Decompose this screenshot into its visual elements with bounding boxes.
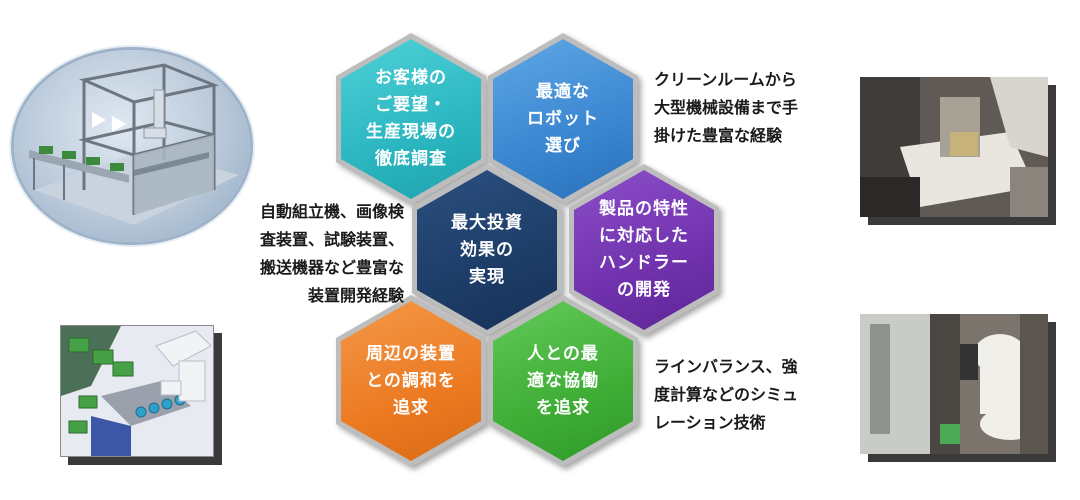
robot-cell-graphic (860, 77, 1048, 217)
equipment-development-description: 自動組立機、画像検 査装置、試験装置、 搬送機器など豊富な 装置開発経験 (232, 198, 404, 310)
hex-text-line: ロボット (527, 108, 599, 129)
hex-text-line: お客様の (375, 68, 447, 88)
description-line: 大型機械設備まで手 (654, 98, 799, 117)
hex-handler-development: 製品の特性 に対応した ハンドラー の開発 (569, 164, 719, 336)
hex-text-line: に対応した (599, 226, 689, 246)
robot-cell-photo (860, 77, 1048, 217)
hex-text-line: 効果の (460, 239, 514, 260)
experience-description: クリーンルームから 大型機械設備まで手 掛けた豊富な経験 (654, 66, 798, 150)
hex-text-line: ハンドラー (599, 253, 689, 273)
robot-simulation-graphic (61, 326, 213, 456)
hex-text-line: 適な協働 (527, 370, 599, 391)
machine-cad-graphic (29, 63, 239, 225)
description-line: 掛けた豊富な経験 (654, 126, 783, 145)
hex-text-line: 最大投資 (451, 212, 523, 233)
hex-text-line: 選び (545, 135, 581, 156)
hex-peripheral-harmony: 周辺の装置 との調和を 追求 (336, 295, 486, 467)
industrial-robot-photo (860, 314, 1048, 454)
simulation-description: ラインバランス、強 度計算などのシミュ レーション技術 (654, 353, 798, 437)
hex-customer-survey: お客様の ご要望・ 生産現場の 徹底調査 (336, 33, 486, 205)
hex-text-line: 周辺の装置 (366, 343, 456, 364)
description-line: 搬送機器など豊富な (259, 258, 404, 277)
hex-text-line: 製品の特性 (599, 199, 689, 219)
hex-text-line: 実現 (469, 266, 505, 287)
robot-simulation-illustration (60, 325, 214, 457)
hex-text-line: 生産現場の (366, 122, 456, 142)
hex-human-collaboration: 人との最 適な協働 を追求 (488, 295, 638, 467)
hex-text-line: の開発 (617, 280, 671, 300)
description-line: 装置開発経験 (307, 286, 404, 305)
hex-text-line: 人との最 (527, 343, 599, 364)
description-line: ラインバランス、強 (654, 357, 798, 376)
description-line: 自動組立機、画像検 (259, 202, 404, 221)
description-line: 査装置、試験装置、 (259, 230, 404, 249)
hex-text-line: 追求 (393, 397, 429, 418)
description-line: レーション技術 (654, 413, 766, 432)
hex-text-line: を追求 (536, 397, 590, 418)
hex-text-line: 最適な (536, 81, 590, 102)
description-line: クリーンルームから (654, 70, 797, 89)
description-line: 度計算などのシミュ (654, 385, 799, 404)
hex-investment-effect: 最大投資 効果の 実現 (412, 164, 562, 336)
hex-robot-selection: 最適な ロボット 選び (488, 33, 638, 205)
industrial-robot-graphic (860, 314, 1048, 454)
hex-text-line: ご要望・ (375, 95, 447, 115)
machine-cad-illustration (14, 50, 250, 242)
hex-text-line: 徹底調査 (375, 149, 447, 169)
hex-text-line: との調和を (366, 370, 456, 391)
